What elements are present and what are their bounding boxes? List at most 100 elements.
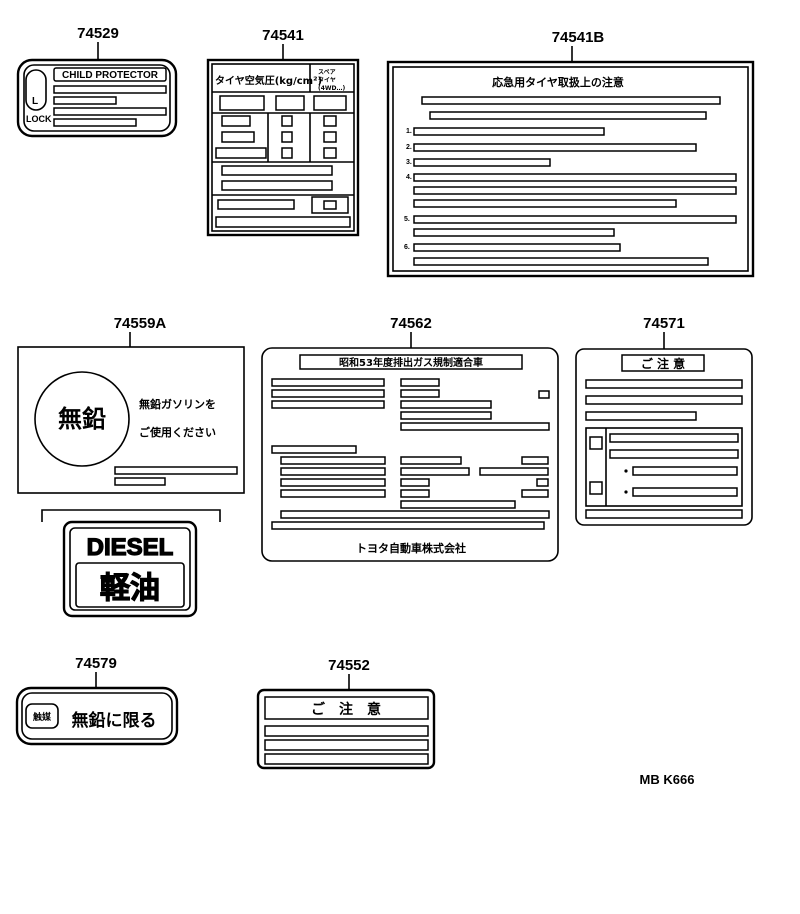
text-line [53, 85, 167, 94]
text-line [280, 467, 386, 476]
label-outline [261, 347, 559, 562]
label-inner-border [69, 527, 191, 611]
text-line [53, 96, 117, 105]
text-line [271, 521, 545, 530]
table-cell [281, 115, 293, 127]
label-74552: 74552 ご 注 意 [256, 657, 436, 770]
text-line [400, 489, 430, 498]
text-line [280, 456, 386, 465]
table-cell [281, 131, 293, 143]
label-74579: 74579 触媒 無鉛に限る [15, 655, 179, 746]
lock-text: LOCK [26, 114, 52, 124]
kerosene-frame [75, 562, 185, 608]
bracket [41, 509, 221, 522]
unleaded-circle-text: 無鉛 [58, 405, 106, 433]
label-74562: 74562 昭和53年度排出ガス規制適合車 トヨタ自動車株式会社 [261, 315, 559, 562]
spare-tire-header: スペアタイヤ(4WD…) [318, 69, 346, 92]
checkbox [538, 390, 550, 399]
diagram-code: MB K666 [640, 772, 695, 787]
lock-short-text: L [32, 96, 38, 107]
label-outline [15, 686, 179, 746]
text-line [585, 411, 697, 421]
table-cell [215, 147, 267, 159]
label-inner-border [392, 66, 749, 272]
label-74541: 74541 タイヤ空気圧(kg/cm²) スペアタイヤ(4WD…) [206, 27, 360, 237]
text-line [585, 395, 743, 405]
text-line [400, 389, 440, 398]
title-frame [264, 696, 429, 720]
text-line [609, 433, 739, 443]
title-frame [621, 354, 705, 372]
text-line [413, 173, 737, 182]
text-line [280, 478, 386, 487]
text-line [521, 456, 549, 465]
text-line [114, 466, 238, 475]
text-line [400, 378, 440, 387]
part-number-74541: 74541 [262, 27, 304, 44]
checkbox [589, 436, 603, 450]
label-outline [386, 60, 755, 278]
text-line [114, 477, 166, 486]
text-line [429, 111, 707, 120]
lock-switch-icon [25, 69, 47, 111]
label-inner-border [211, 63, 355, 232]
unleaded-only-text: 無鉛に限る [72, 710, 157, 731]
tire-pressure-header: タイヤ空気圧(kg/cm²) [215, 74, 322, 87]
text-line [400, 500, 516, 509]
part-number-74552: 74552 [328, 657, 370, 674]
catalyst-badge: 触媒 [32, 711, 52, 723]
item-number: 6. [404, 244, 410, 251]
text-line [271, 389, 385, 398]
text-line [400, 478, 430, 487]
text-line [413, 257, 709, 266]
text-line [53, 107, 167, 116]
table-cell [323, 200, 337, 210]
table-cell [313, 95, 347, 111]
label-outline [17, 346, 245, 494]
unleaded-circle [34, 371, 130, 467]
item-number: 5. [404, 216, 410, 223]
child-protector-title: CHILD PROTECTOR [62, 70, 159, 81]
text-line [400, 467, 470, 476]
part-number-74529: 74529 [77, 25, 119, 42]
text-line [264, 753, 429, 765]
bullet [624, 469, 628, 473]
unleaded-line-1: 無鉛ガソリンを [139, 397, 216, 411]
label-outline [256, 688, 436, 770]
part-number-74579: 74579 [75, 655, 117, 672]
label-74559a: 74559A 無鉛 無鉛ガソリンを ご使用ください [17, 315, 245, 522]
text-line [413, 243, 621, 252]
text-line [215, 216, 351, 228]
text-line [271, 445, 357, 454]
text-line [413, 199, 677, 208]
table-cell [275, 95, 305, 111]
text-line [280, 489, 386, 498]
text-line [413, 215, 737, 224]
text-line [400, 456, 462, 465]
text-line [413, 228, 615, 237]
text-line [264, 739, 429, 751]
text-line [264, 725, 429, 737]
text-line [632, 466, 738, 476]
label-inner-border [23, 64, 171, 132]
label-outline [575, 348, 753, 526]
label-diesel: DIESEL 軽油 [62, 520, 198, 618]
text-line [400, 411, 492, 420]
text-line [221, 165, 333, 176]
text-line [521, 489, 549, 498]
table-cell [323, 147, 337, 159]
table-cell [281, 147, 293, 159]
caution-title: ご 注 意 [311, 701, 381, 718]
item-number: 1. [406, 128, 412, 135]
text-line [400, 400, 492, 409]
text-line [413, 127, 605, 136]
label-inner-border [21, 692, 173, 740]
text-line [400, 422, 550, 431]
item-number: 3. [406, 159, 412, 166]
text-line [217, 199, 295, 210]
checkbox [536, 478, 549, 487]
text-line [280, 510, 550, 519]
light-oil-text: 軽油 [100, 571, 160, 606]
label-74541b: 74541B 応急用タイヤ取扱上の注意 1. 2. 3. 4. 5. 6. [386, 29, 755, 278]
checkbox [589, 481, 603, 495]
